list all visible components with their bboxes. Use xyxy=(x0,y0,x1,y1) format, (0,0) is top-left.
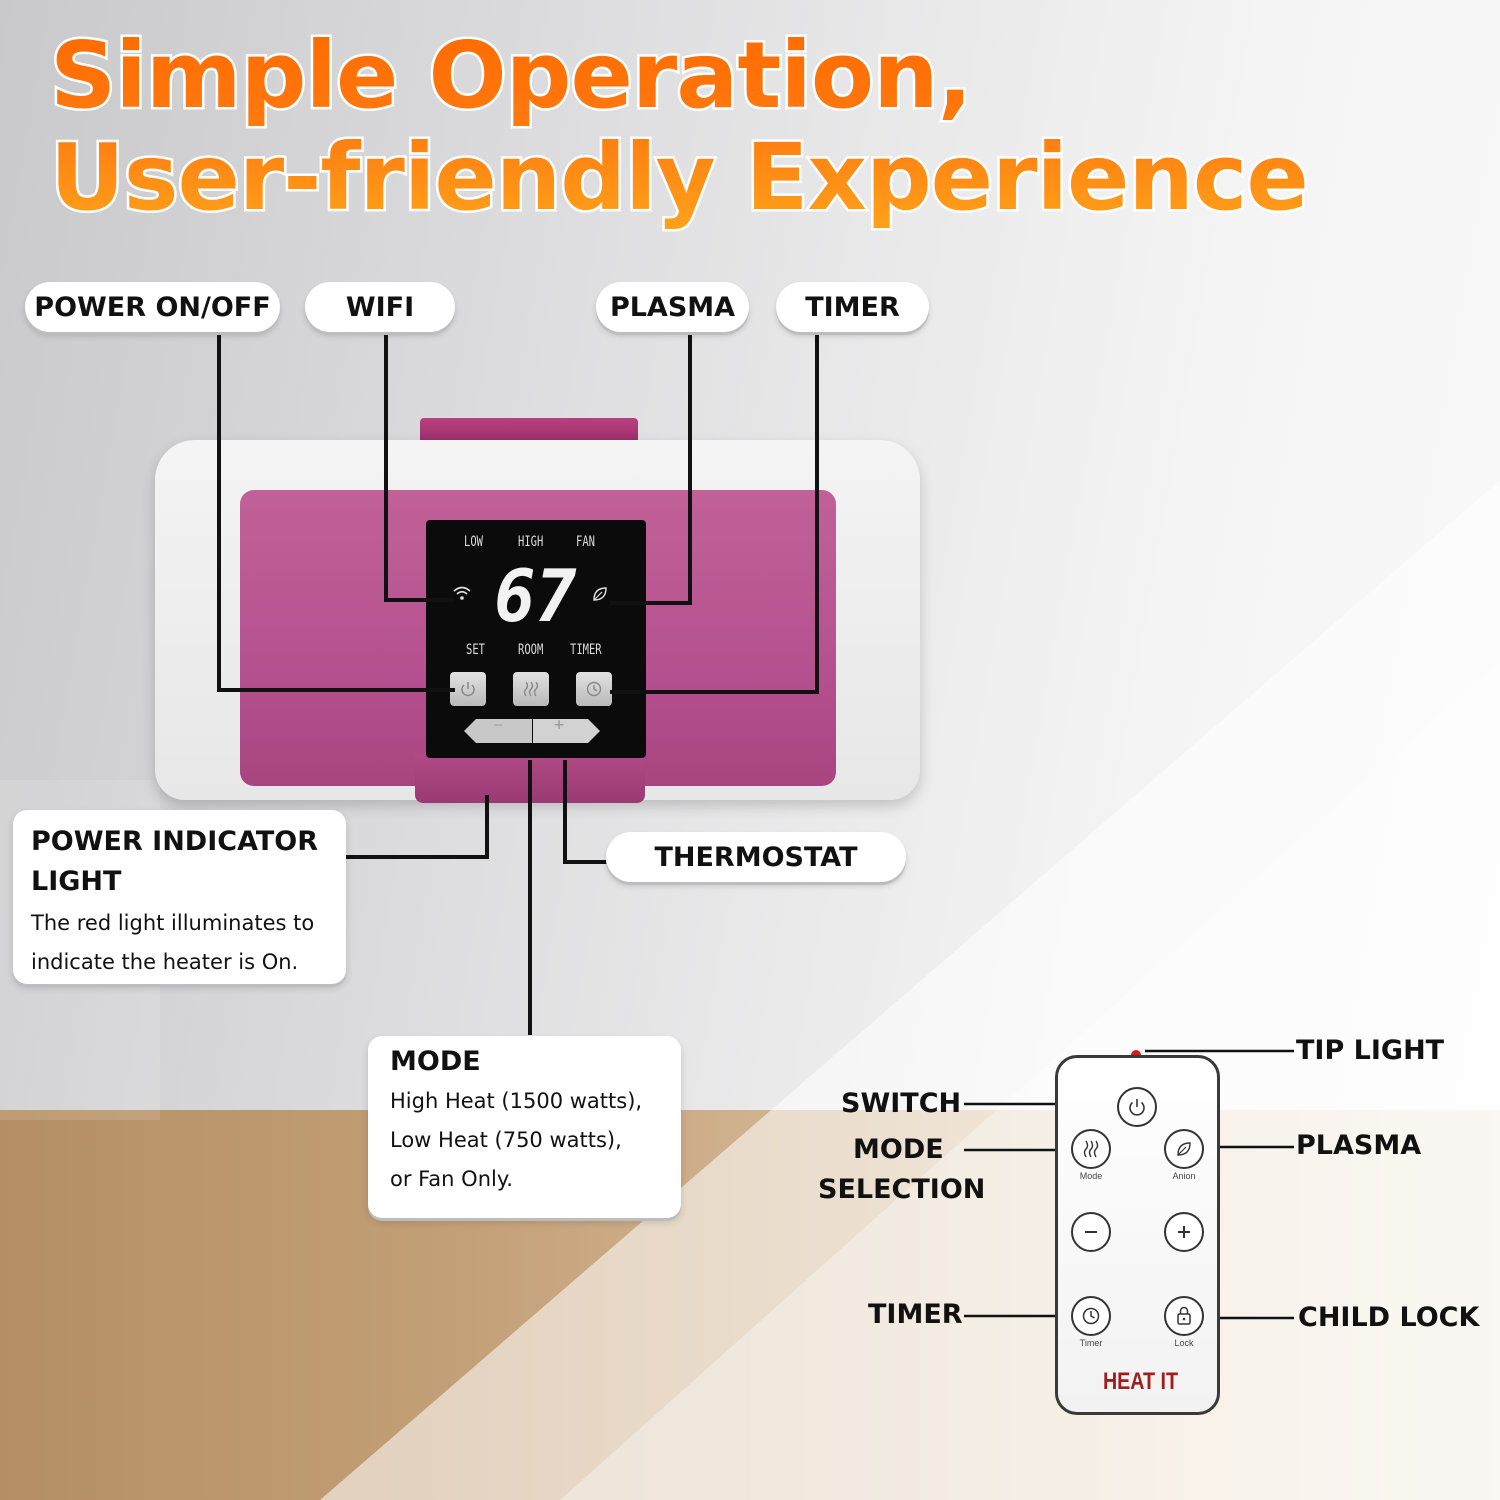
label-power-onoff: POWER ON/OFF xyxy=(25,282,280,332)
remote-lock-button[interactable] xyxy=(1164,1296,1204,1336)
minus-icon[interactable]: — xyxy=(494,717,503,733)
power-indicator-title: POWER INDICATOR LIGHT xyxy=(31,826,319,897)
heater-timer-button[interactable] xyxy=(576,672,612,706)
headline-outline: Simple Operation, User-friendly Experien… xyxy=(48,22,1312,231)
power-icon xyxy=(1129,1099,1145,1116)
lock-icon xyxy=(1177,1306,1191,1325)
display-label-room: ROOM xyxy=(518,642,544,658)
display-label-low: LOW xyxy=(464,534,483,550)
mode-line-2: Low Heat (750 watts), xyxy=(390,1128,622,1152)
clock-icon xyxy=(586,681,602,697)
clock-icon xyxy=(1082,1307,1100,1325)
headline-line-2: User-friendly Experience xyxy=(50,124,1308,231)
tip-light-indicator xyxy=(1131,1050,1141,1058)
heatit-logo: HEAT IT xyxy=(1102,1368,1179,1395)
remote-label-selection: SELECTION xyxy=(818,1174,986,1205)
wifi-icon xyxy=(452,584,472,606)
remote-lock-caption: Lock xyxy=(1174,1338,1194,1348)
leaf-icon xyxy=(1177,1142,1191,1156)
plasma-leaf-icon xyxy=(592,586,608,606)
mode-line-3: or Fan Only. xyxy=(390,1167,513,1191)
heat-waves-icon xyxy=(523,681,539,697)
power-indicator-callout: POWER INDICATOR LIGHT The red light illu… xyxy=(13,810,346,984)
thermostat-stepper[interactable] xyxy=(464,718,600,744)
minus-icon xyxy=(1085,1231,1097,1233)
headline: Simple Operation, User-friendly Experien… xyxy=(50,25,1308,229)
remote-label-plasma: PLASMA xyxy=(1296,1130,1422,1161)
remote-power-button[interactable] xyxy=(1117,1087,1157,1127)
mode-title: MODE xyxy=(390,1046,481,1077)
control-display: LOW HIGH FAN 67 SET ROOM TIMER xyxy=(426,520,646,758)
display-label-fan: FAN xyxy=(576,534,595,550)
power-indicator-body: The red light illuminates to indicate th… xyxy=(31,911,315,974)
display-label-timer: TIMER xyxy=(570,642,602,658)
display-label-set: SET xyxy=(466,642,485,658)
remote-anion-caption: Anion xyxy=(1172,1171,1196,1181)
heater-mode-button[interactable] xyxy=(513,672,549,706)
label-wifi: WIFI xyxy=(305,282,455,332)
remote-label-child-lock: CHILD LOCK xyxy=(1298,1302,1480,1333)
remote-label-tip-light: TIP LIGHT xyxy=(1296,1035,1445,1066)
remote-control: Mode Anion Timer Lock HEAT IT xyxy=(1055,1055,1220,1415)
floor-background xyxy=(0,1110,1500,1500)
temperature-readout: 67 xyxy=(494,554,577,638)
plus-icon[interactable]: + xyxy=(554,715,565,735)
power-icon xyxy=(461,682,475,697)
headline-line-1: Simple Operation, xyxy=(50,22,972,129)
remote-minus-button[interactable] xyxy=(1071,1212,1111,1252)
remote-label-mode: MODE xyxy=(853,1134,944,1165)
heater-chin xyxy=(415,755,645,803)
mode-callout: MODE High Heat (1500 watts), Low Heat (7… xyxy=(368,1036,681,1218)
remote-anion-button[interactable] xyxy=(1164,1129,1204,1169)
label-timer: TIMER xyxy=(776,282,929,332)
remote-label-timer: TIMER xyxy=(868,1299,963,1330)
remote-timer-button[interactable] xyxy=(1071,1296,1111,1336)
plus-icon xyxy=(1178,1226,1190,1238)
label-plasma: PLASMA xyxy=(596,282,749,332)
remote-timer-caption: Timer xyxy=(1079,1338,1103,1348)
mode-line-1: High Heat (1500 watts), xyxy=(390,1089,643,1113)
remote-plus-button[interactable] xyxy=(1164,1212,1204,1252)
remote-label-switch: SWITCH xyxy=(841,1088,962,1119)
remote-mode-caption: Mode xyxy=(1079,1171,1103,1181)
display-label-high: HIGH xyxy=(518,534,544,550)
heat-waves-icon xyxy=(1083,1140,1099,1158)
remote-mode-button[interactable] xyxy=(1071,1129,1111,1169)
label-thermostat: THERMOSTAT xyxy=(606,832,906,882)
heater-power-button[interactable] xyxy=(450,672,486,706)
